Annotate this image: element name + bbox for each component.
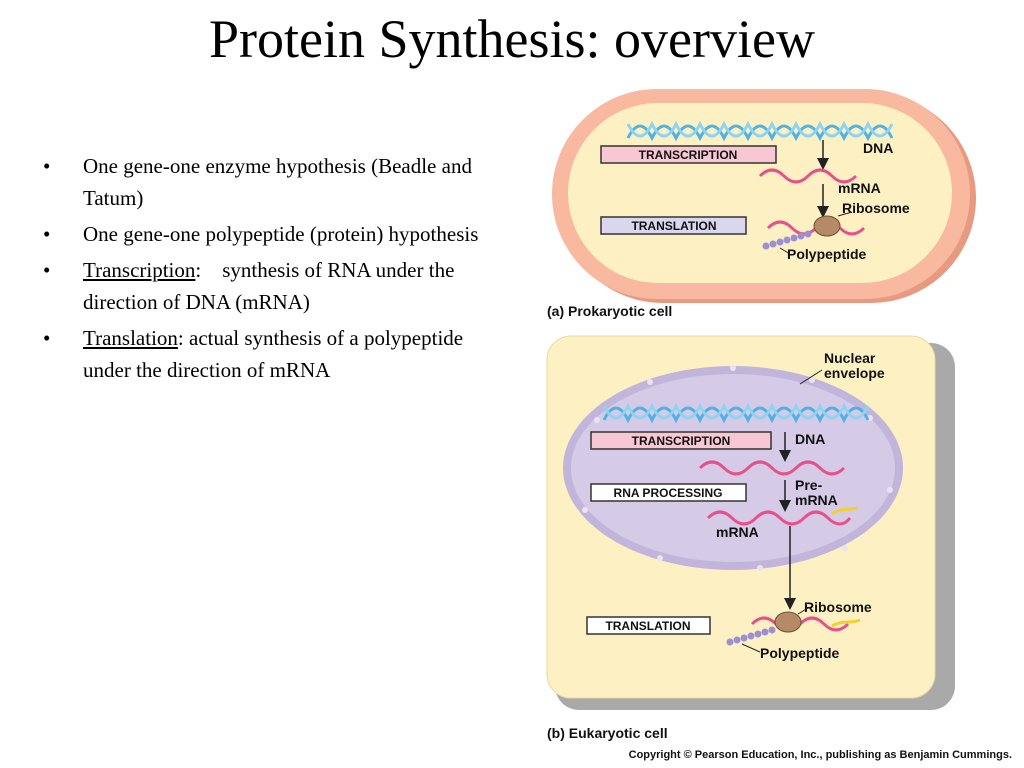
translation-label-box bbox=[586, 616, 711, 635]
bullet-dot: • bbox=[43, 326, 51, 350]
poly-a-tail bbox=[831, 506, 859, 516]
transcription-label: TRANSCRIPTION bbox=[632, 434, 731, 448]
prokaryote-mrna-strand bbox=[758, 168, 858, 184]
bullet-text: actual synthesis of a polypeptide under … bbox=[83, 326, 464, 382]
prokaryote-dna-helix bbox=[626, 120, 894, 142]
mrna-label: mRNA bbox=[838, 180, 881, 196]
rna-processing-label-box bbox=[590, 483, 747, 502]
polypeptide-label: Polypeptide bbox=[787, 246, 867, 262]
pre-mrna-strand bbox=[698, 460, 846, 476]
bullet-text: synthesis of RNA under the direction of … bbox=[83, 258, 455, 314]
dna-label: DNA bbox=[795, 431, 825, 447]
bullet-item: • One gene-one enzyme hypothesis (Beadle … bbox=[40, 150, 480, 214]
bullet-item: • Translation: actual synthesis of a poly… bbox=[40, 322, 480, 386]
bullet-item: • Transcription: synthesis of RNA under t… bbox=[40, 254, 480, 318]
prokaryote-polypeptide-chain bbox=[762, 230, 812, 250]
bullet-dot: • bbox=[43, 154, 51, 178]
bullet-text: One gene-one enzyme hypothesis (Beadle a… bbox=[83, 154, 472, 210]
ribosome-label: Ribosome bbox=[842, 200, 910, 216]
ribosome-leader-line bbox=[837, 211, 853, 217]
dna-label: DNA bbox=[863, 140, 893, 156]
page-title: Protein Synthesis: overview bbox=[209, 9, 815, 69]
bullet-list: • One gene-one enzyme hypothesis (Beadle … bbox=[40, 150, 480, 390]
bullet-term-transcription: Transcription bbox=[83, 258, 196, 282]
translation-label-box bbox=[600, 216, 747, 235]
bullet-dot: • bbox=[43, 222, 51, 246]
bullet-item: • One gene-one polypeptide (protein) hypo… bbox=[40, 218, 480, 250]
ribosome-shape bbox=[813, 215, 841, 237]
prokaryotic-cell: TRANSCRIPTION DNA mRNA TRANSLATION Ribos… bbox=[547, 89, 976, 319]
translation-label: TRANSLATION bbox=[605, 619, 690, 633]
transcription-label-box bbox=[590, 431, 772, 450]
ribosome-shape bbox=[774, 611, 802, 633]
bullet-term-translation: Translation bbox=[83, 326, 178, 350]
pre-mrna-label-line2: mRNA bbox=[795, 492, 838, 508]
translation-label: TRANSLATION bbox=[631, 219, 716, 233]
bullet-text: One gene-one polypeptide (protein) hypot… bbox=[83, 222, 479, 246]
nuclear-envelope-label-line2: envelope bbox=[824, 365, 885, 381]
rna-processing-label: RNA PROCESSING bbox=[614, 486, 723, 500]
eukaryote-dna-helix bbox=[602, 402, 870, 424]
mature-mrna-strand bbox=[706, 510, 852, 526]
bullet-dot: • bbox=[43, 258, 51, 282]
eukaryotic-caption: (b) Eukaryotic cell bbox=[547, 725, 668, 741]
transcription-label-box bbox=[600, 145, 777, 164]
prokaryotic-caption: (a) Prokaryotic cell bbox=[547, 303, 672, 319]
pre-mrna-label-line1: Pre- bbox=[795, 477, 823, 493]
ribosome-label: Ribosome bbox=[804, 599, 872, 615]
polypeptide-label: Polypeptide bbox=[760, 645, 840, 661]
mrna-label: mRNA bbox=[716, 524, 759, 540]
nuclear-envelope-label-line1: Nuclear bbox=[824, 350, 876, 366]
nuclear-envelope-leader-line bbox=[799, 369, 823, 385]
transcription-label: TRANSCRIPTION bbox=[639, 148, 738, 162]
polypeptide-leader-line bbox=[741, 643, 761, 653]
polypeptide-leader-line bbox=[779, 247, 791, 255]
bullet-separator: : bbox=[177, 326, 189, 350]
cytoplasm-poly-a-tail bbox=[831, 618, 861, 628]
ribosome-leader-line bbox=[797, 607, 809, 615]
prokaryote-cytoplasm bbox=[568, 103, 952, 283]
bullet-separator: : bbox=[195, 258, 223, 282]
eukaryotic-cell: Nuclear envelope TRANSCRIPTION DNA RNA P… bbox=[546, 335, 955, 741]
copyright-notice: Copyright © Pearson Education, Inc., pub… bbox=[629, 749, 1012, 761]
eukaryote-polypeptide-chain bbox=[726, 626, 776, 646]
